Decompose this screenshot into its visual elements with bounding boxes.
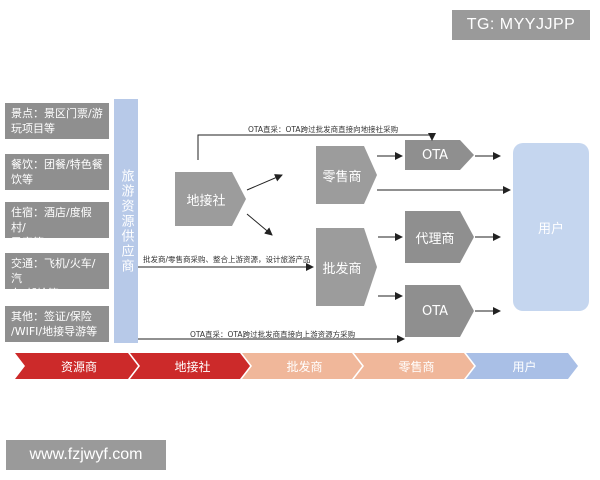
top-bypass-arrow	[197, 133, 436, 160]
flow-chevron-user	[466, 353, 578, 379]
agent-shape	[405, 211, 474, 263]
flow-chevron-wholesaler	[242, 353, 362, 379]
watermark-bottom: www.fzjwyf.com	[6, 440, 166, 470]
ota-bottom-shape	[405, 285, 474, 337]
ota-top-shape	[405, 140, 474, 170]
resource-line: 景点：景区门票/游	[11, 107, 103, 120]
agency-to-retailer-arrow	[246, 174, 283, 191]
resource-line: 车/邮轮等	[11, 287, 59, 300]
annotation-middle: 批发商/零售商采购、整合上游资源，设计旅游产品	[143, 255, 311, 264]
ota-top-label: OTA	[421, 147, 449, 163]
flow-label-user: 用户	[512, 359, 537, 374]
resource-attractions: 景点：景区门票/游 玩项目等	[5, 103, 109, 139]
resource-line: 玩项目等	[11, 122, 55, 135]
flow-label-wholesaler: 批发商	[286, 359, 323, 374]
ota-bottom-label: OTA	[421, 303, 449, 319]
wholesaler-shape	[316, 228, 377, 306]
resource-line: 交通：飞机/火车/汽	[11, 257, 96, 285]
annotation-bottom: OTA直采：OTA跨过批发商直接向上游资源方采购	[190, 330, 356, 339]
resource-dining: 餐饮：团餐/特色餐 饮等	[5, 154, 109, 190]
supplier-bar: 旅游资源供应商	[114, 99, 138, 343]
local-agency-label: 地接社	[186, 193, 226, 209]
resource-transport: 交通：飞机/火车/汽 车/邮轮等	[5, 253, 109, 300]
resource-lodging: 住宿：酒店/度假村/ 民宿等	[5, 202, 109, 249]
flow-chevron-retailer	[354, 353, 474, 379]
local-agency-shape	[175, 172, 246, 226]
resource-line: 饮等	[11, 173, 33, 186]
agency-to-wholesaler-arrow	[246, 213, 273, 236]
resource-other: 其他：签证/保险 /WIFI/地接导游等	[5, 306, 109, 342]
resource-line: 餐饮：团餐/特色餐	[11, 158, 103, 171]
user-node: 用户	[513, 143, 589, 311]
watermark-top: TG: MYYJJPP	[452, 10, 590, 40]
flow-label-agency: 地接社	[174, 359, 211, 374]
wholesaler-label: 批发商	[322, 261, 362, 277]
flow-chevron-agency	[130, 353, 250, 379]
resource-line: 住宿：酒店/度假村/	[11, 206, 92, 234]
retailer-label: 零售商	[322, 169, 362, 185]
resource-line: 民宿等	[11, 236, 44, 249]
annotation-top: OTA直采：OTA跨过批发商直接向地接社采购	[248, 125, 399, 134]
resource-line: /WIFI/地接导游等	[11, 325, 98, 338]
agent-label: 代理商	[415, 231, 455, 247]
retailer-shape	[316, 146, 377, 204]
flow-chevron-resource	[15, 353, 138, 379]
flow-label-retailer: 零售商	[398, 359, 435, 374]
flow-label-resource: 资源商	[60, 359, 97, 374]
resource-line: 其他：签证/保险	[11, 310, 92, 323]
